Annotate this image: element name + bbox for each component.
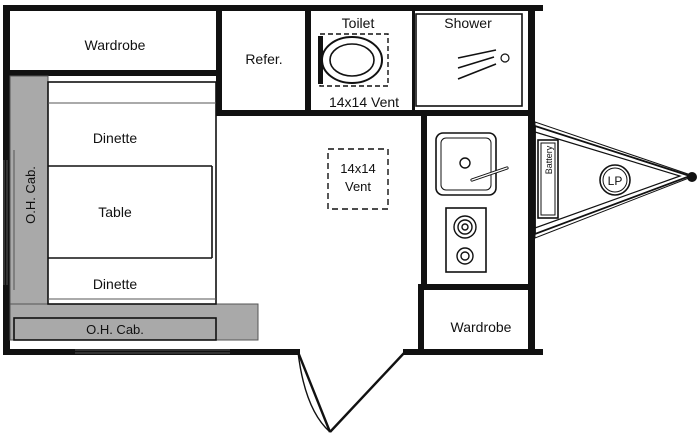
dinette-area — [47, 81, 217, 305]
wardrobe-bottom-label: Wardrobe — [451, 319, 512, 335]
lp-tank-icon — [599, 164, 631, 196]
table-label: Table — [98, 204, 132, 220]
entry-door — [296, 351, 406, 433]
bath-vent-label: 14x14 Vent — [329, 94, 399, 110]
center-vent-label-line1: 14x14 — [340, 161, 375, 176]
toilet-fixture — [318, 33, 389, 87]
interior-walls — [3, 5, 535, 355]
center-vent — [327, 148, 389, 210]
sink-fixture — [435, 132, 509, 196]
oh-cab-bottom-label: O.H. Cab. — [86, 322, 144, 337]
wardrobe-top-label: Wardrobe — [85, 37, 146, 53]
oh-cab-left-label: O.H. Cab. — [23, 166, 38, 224]
shower-fixture — [415, 13, 523, 107]
refer-label: Refer. — [245, 51, 282, 67]
cooktop-fixture — [445, 207, 487, 273]
lp-label: LP — [608, 174, 623, 188]
trailer-tongue — [534, 121, 697, 239]
battery-label: Battery — [544, 145, 554, 174]
dinette-top-label: Dinette — [93, 130, 138, 146]
shower-label: Shower — [444, 15, 492, 31]
center-vent-label-line2: Vent — [345, 179, 371, 194]
dinette-bottom-label: Dinette — [93, 276, 138, 292]
toilet-label: Toilet — [342, 15, 375, 31]
overhead-cabinet-left — [10, 76, 48, 306]
